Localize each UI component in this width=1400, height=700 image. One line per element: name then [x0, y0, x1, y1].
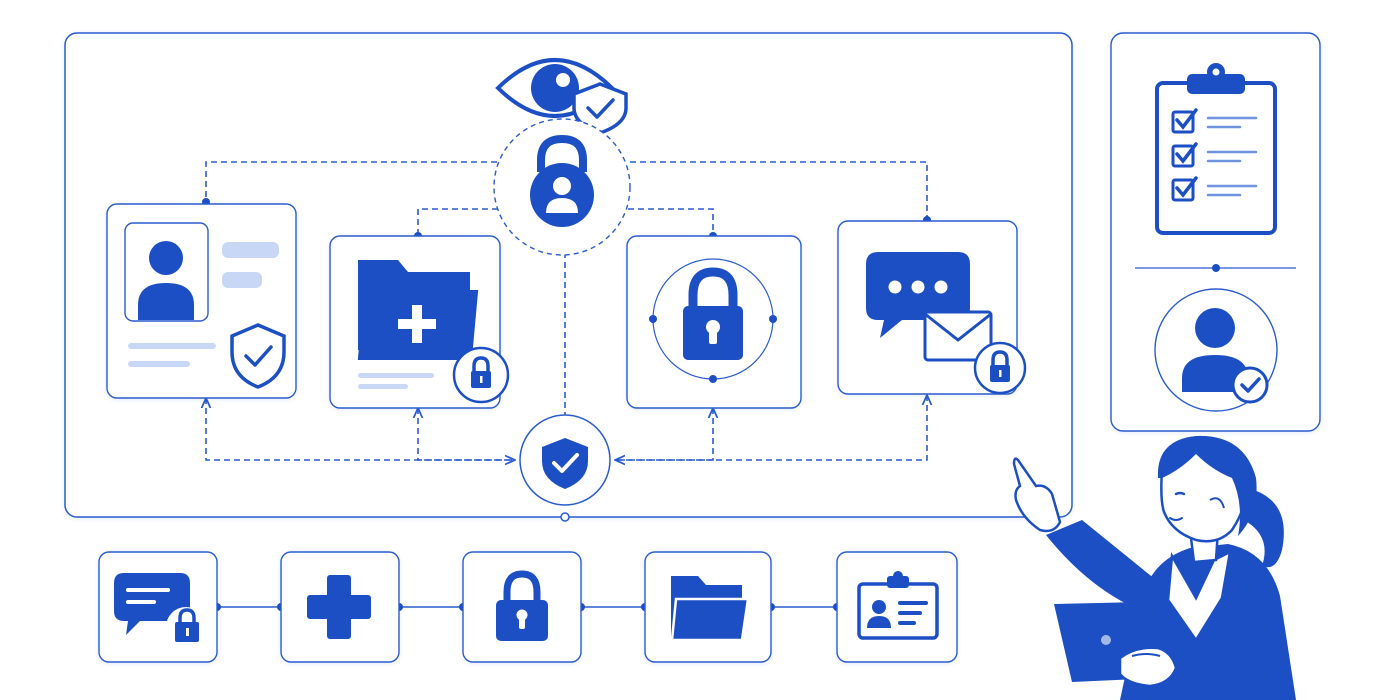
lock-icon [973, 341, 1027, 395]
folder-tile [644, 551, 772, 663]
bottom-row [98, 551, 958, 663]
user-verified-icon [1154, 288, 1278, 412]
message-card [837, 220, 1027, 395]
profile-card [106, 203, 297, 399]
chat-lock-icon [114, 573, 206, 647]
shield-check-icon [519, 414, 611, 506]
medical-folder-card [329, 235, 510, 409]
id-card-icon [857, 571, 939, 640]
folder-plus-icon [357, 260, 479, 360]
folder-icon [670, 576, 750, 642]
chat-lock-tile [98, 551, 218, 663]
medical-cross-tile [280, 551, 400, 663]
envelope-icon [923, 310, 993, 362]
shield-check-icon [230, 323, 286, 389]
lock-icon [683, 267, 743, 360]
id-card-tile [836, 551, 958, 663]
side-panel [1110, 32, 1321, 432]
lock-tile [462, 551, 582, 663]
lock-card [626, 235, 802, 409]
woman-pointing-figure [1012, 435, 1296, 700]
clipboard-checklist-icon [1155, 63, 1277, 235]
lock-user-icon [493, 118, 631, 256]
lock-icon [452, 346, 510, 404]
lock-icon [496, 570, 548, 641]
medical-cross-icon [307, 575, 371, 639]
user-icon [138, 241, 194, 320]
dashed-connectors [206, 161, 927, 460]
